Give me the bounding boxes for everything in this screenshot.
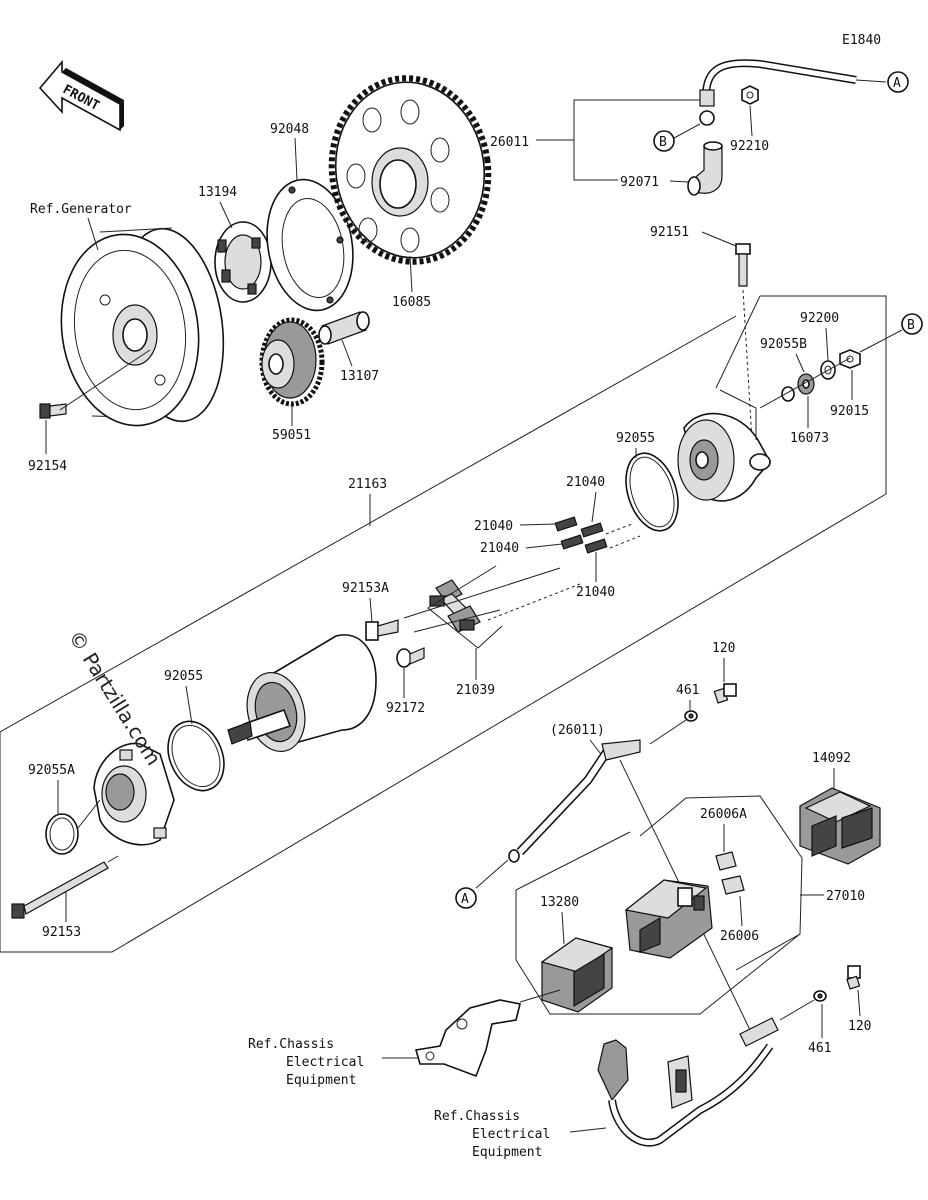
fuse-26006-part[interactable] — [721, 875, 745, 895]
washer-461-top-part[interactable] — [684, 710, 698, 722]
ref-chassis-1-line2: Electrical — [286, 1055, 364, 1070]
cable-26011-ref-part[interactable] — [508, 739, 641, 863]
marker-a-top — [887, 71, 909, 93]
part-21163-label: 21163 — [348, 477, 387, 492]
washer-92055B-part[interactable] — [781, 386, 795, 402]
part-461-top-label: 461 — [676, 683, 699, 698]
marker-b-top — [653, 130, 675, 152]
generator-rotor-part[interactable] — [49, 222, 235, 435]
screw-92153A-part[interactable] — [365, 619, 399, 641]
part-13194-label: 13194 — [198, 185, 237, 200]
part-92151-label: 92151 — [650, 225, 689, 240]
part-92071-label: 92071 — [620, 175, 659, 190]
marker-a-bottom — [455, 887, 477, 909]
ref-chassis-2-line1: Ref.Chassis — [434, 1109, 520, 1124]
diagram-code: E1840 — [842, 33, 881, 48]
fuse-26006A-part[interactable] — [715, 851, 737, 871]
spring-21040-a-part[interactable] — [554, 516, 578, 532]
shaft-13107-part[interactable] — [318, 311, 370, 345]
ref-chassis-1-line3: Equipment — [286, 1073, 356, 1088]
part-92210-label: 92210 — [730, 139, 769, 154]
washer-16073-part[interactable] — [797, 373, 815, 395]
part-92055B-label: 92055B — [760, 337, 807, 352]
part-13107-label: 13107 — [340, 369, 379, 384]
part-92153A-label: 92153A — [342, 581, 389, 596]
washer-461-bottom-part[interactable] — [813, 990, 827, 1002]
marker-a-top-label: A — [893, 76, 901, 91]
bolt-92154-part[interactable] — [39, 403, 67, 419]
starter-relay-part[interactable] — [624, 879, 713, 959]
part-120-top-label: 120 — [712, 641, 735, 656]
bolt-120-top-part[interactable] — [713, 683, 737, 704]
spring-21040-d-part[interactable] — [584, 538, 608, 554]
part-16073-label: 16073 — [790, 431, 829, 446]
ref-chassis-2-line2: Electrical — [472, 1127, 550, 1142]
partzilla-watermark: © Partzilla.com — [64, 626, 166, 770]
part-92172-label: 92172 — [386, 701, 425, 716]
part-92048-label: 92048 — [270, 122, 309, 137]
part-26006-label: 26006 — [720, 929, 759, 944]
front-arrow-icon: FRONT — [38, 59, 124, 132]
part-92055A-label: 92055A — [28, 763, 75, 778]
bolt-120-bottom-part[interactable] — [846, 965, 861, 990]
part-92055-left-label: 92055 — [164, 669, 203, 684]
o-ring-92055-right-part[interactable] — [617, 447, 687, 538]
front-cover-part[interactable] — [93, 742, 175, 846]
ref-chassis-1-line1: Ref.Chassis — [248, 1037, 334, 1052]
bolt-92151-part[interactable] — [735, 243, 751, 287]
relay-14092-part[interactable] — [799, 787, 881, 865]
solenoid-13280-part[interactable] — [540, 937, 614, 1013]
ref-generator-label: Ref.Generator — [30, 202, 132, 217]
o-ring-92055A-part[interactable] — [45, 813, 79, 855]
brush-holder-21039-part[interactable] — [429, 579, 481, 633]
marker-b-right-label: B — [907, 318, 915, 333]
bolt-92153-part[interactable] — [11, 861, 109, 919]
part-461-bottom-label: 461 — [808, 1041, 831, 1056]
part-26011-ref-label: (26011) — [550, 723, 605, 738]
nut-92210-part[interactable] — [741, 85, 759, 105]
marker-b-top-label: B — [659, 135, 667, 150]
spring-21040-c-part[interactable] — [560, 534, 584, 550]
part-120-bottom-label: 120 — [848, 1019, 871, 1034]
part-21040-top-label: 21040 — [566, 475, 605, 490]
bracket-part[interactable] — [414, 999, 521, 1078]
part-92055-right-label: 92055 — [616, 431, 655, 446]
cable-26011-part[interactable] — [699, 59, 857, 126]
part-14092-label: 14092 — [812, 751, 851, 766]
gear-16085-part[interactable] — [320, 68, 500, 272]
part-21040-left2-label: 21040 — [480, 541, 519, 556]
part-21040-bottom-label: 21040 — [576, 585, 615, 600]
part-92154-label: 92154 — [28, 459, 67, 474]
clutch-13194-part[interactable] — [214, 221, 272, 303]
part-21040-left1-label: 21040 — [474, 519, 513, 534]
part-92015-label: 92015 — [830, 404, 869, 419]
part-59051-label: 59051 — [272, 428, 311, 443]
nut-92015-part[interactable] — [839, 349, 861, 369]
part-16085-label: 16085 — [392, 295, 431, 310]
part-13280-label: 13280 — [540, 895, 579, 910]
gear-59051-part[interactable] — [259, 317, 325, 407]
part-92153-label: 92153 — [42, 925, 81, 940]
end-cover-part[interactable] — [677, 412, 771, 502]
screw-92172-part[interactable] — [396, 647, 425, 668]
ref-chassis-2-line3: Equipment — [472, 1145, 542, 1160]
starter-yoke-part[interactable] — [227, 634, 377, 758]
boot-92071-part[interactable] — [687, 141, 723, 196]
marker-a-bottom-label: A — [461, 892, 469, 907]
part-92200-label: 92200 — [800, 311, 839, 326]
o-ring-92055-left-part[interactable] — [158, 713, 235, 800]
part-27010-label: 27010 — [826, 889, 865, 904]
part-26006A-label: 26006A — [700, 807, 747, 822]
spring-21040-b-part[interactable] — [580, 522, 604, 538]
part-26011-label: 26011 — [490, 135, 529, 150]
plate-92048-part[interactable] — [257, 173, 363, 318]
wire-harness-part[interactable] — [597, 1017, 779, 1147]
part-21039-label: 21039 — [456, 683, 495, 698]
marker-b-right — [901, 313, 923, 335]
